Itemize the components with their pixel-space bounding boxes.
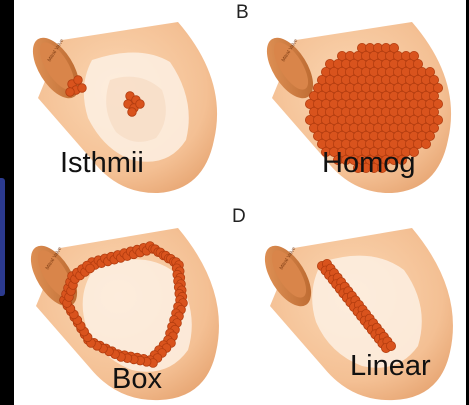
lesion-bead <box>136 100 145 109</box>
caption-box: Box <box>112 363 162 396</box>
caption-homog: Homog <box>322 147 416 180</box>
lesion-bead <box>66 88 75 97</box>
panel-letter-d: D <box>232 206 246 228</box>
lesion-bead <box>74 76 83 85</box>
lesion-bead <box>421 139 430 148</box>
panel-letter-b: B <box>236 2 249 24</box>
lesion-bead <box>78 84 87 93</box>
lesion-bead <box>86 264 95 273</box>
lesion-bead <box>128 108 137 117</box>
caption-isthmii: Isthmii <box>60 147 144 180</box>
caption-linear: Linear <box>350 350 431 383</box>
